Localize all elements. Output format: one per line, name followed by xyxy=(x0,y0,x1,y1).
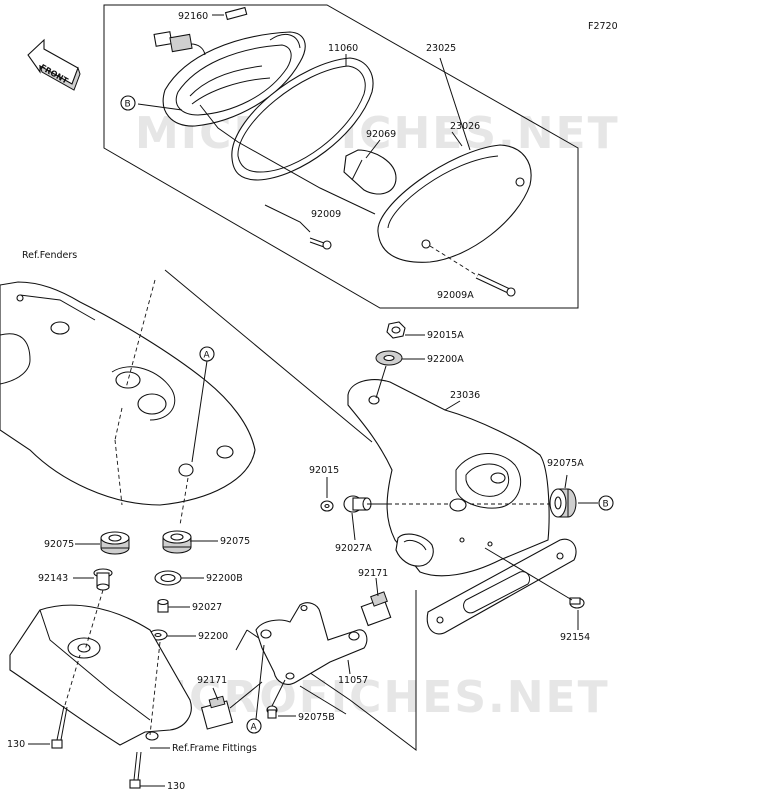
label-92015A: 92015A xyxy=(427,330,464,341)
label-11060: 11060 xyxy=(328,43,358,54)
gasket-11060 xyxy=(231,57,374,181)
taillight-housing xyxy=(153,31,306,127)
collar-92027A xyxy=(343,495,372,513)
label-92015: 92015 xyxy=(309,465,339,476)
harness-bracket-11057 xyxy=(255,602,368,685)
label-23036: 23036 xyxy=(450,390,480,401)
taillight-assembly-box xyxy=(103,4,579,309)
label-130-left: 130 xyxy=(7,739,25,750)
label-92075B: 92075B xyxy=(298,712,335,723)
callout-a-bottom xyxy=(246,718,262,734)
label-92075A: 92075A xyxy=(547,458,584,469)
label-92075-left: 92075 xyxy=(44,539,74,550)
fender-boundary xyxy=(164,269,373,443)
clip-92160 xyxy=(224,6,248,21)
label-11057: 11057 xyxy=(338,675,368,686)
label-130-bottom: 130 xyxy=(167,781,185,792)
label-92160: 92160 xyxy=(178,11,208,22)
rear-fender xyxy=(0,281,256,506)
license-bracket-23036 xyxy=(347,379,550,577)
nut-92015 xyxy=(320,500,334,512)
collar-92027 xyxy=(157,598,169,613)
label-23026: 23026 xyxy=(450,121,480,132)
label-92009A: 92009A xyxy=(437,290,474,301)
diagram-code: F2720 xyxy=(588,21,618,32)
bulb-92069 xyxy=(343,149,397,195)
leader-lens-screw xyxy=(429,245,479,277)
label-ref-fenders: Ref.Fenders xyxy=(22,250,77,261)
callout-b-top-label: B xyxy=(125,100,131,110)
bolt-130-bottom xyxy=(129,751,142,789)
nut-92015A xyxy=(386,321,406,339)
bolt-130-left xyxy=(51,705,68,749)
label-ref-frame-fittings: Ref.Frame Fittings xyxy=(172,743,257,754)
callout-b-right-label: B xyxy=(603,500,609,510)
callout-a-bottom-label: A xyxy=(251,723,258,733)
grommet-92075-right xyxy=(162,530,192,554)
front-arrow-icon: FRONT xyxy=(27,38,81,91)
screw-92009 xyxy=(309,237,332,250)
label-92069: 92069 xyxy=(366,129,396,140)
screw-92009A xyxy=(475,273,516,297)
washer-92200A xyxy=(375,350,403,366)
label-92027A: 92027A xyxy=(335,543,372,554)
connector-92171-bottom xyxy=(200,695,234,730)
connector-92171-top xyxy=(360,591,392,627)
frame-fitting-bracket xyxy=(9,604,192,746)
label-92200: 92200 xyxy=(198,631,228,642)
washer-92200B xyxy=(154,570,182,586)
harness-box xyxy=(246,590,417,752)
screw-92154 xyxy=(569,597,585,609)
label-92027: 92027 xyxy=(192,602,222,613)
label-92171-top: 92171 xyxy=(358,568,388,579)
callout-b-right xyxy=(598,495,614,511)
bolt-92075B xyxy=(266,705,278,719)
label-92009: 92009 xyxy=(311,209,341,220)
label-92143: 92143 xyxy=(38,573,68,584)
collar-92143 xyxy=(93,568,113,591)
label-92154: 92154 xyxy=(560,632,590,643)
callout-a-top-label: A xyxy=(204,351,211,361)
label-92171-bottom: 92171 xyxy=(197,675,227,686)
label-92200B: 92200B xyxy=(206,573,243,584)
grommet-92075-left xyxy=(100,531,130,555)
lens-23026 xyxy=(377,144,532,263)
callout-b-top xyxy=(120,95,136,111)
label-92200A: 92200A xyxy=(427,354,464,365)
label-23025: 23025 xyxy=(426,43,456,54)
grommet-92075A xyxy=(549,488,577,518)
label-92075-right: 92075 xyxy=(220,536,250,547)
